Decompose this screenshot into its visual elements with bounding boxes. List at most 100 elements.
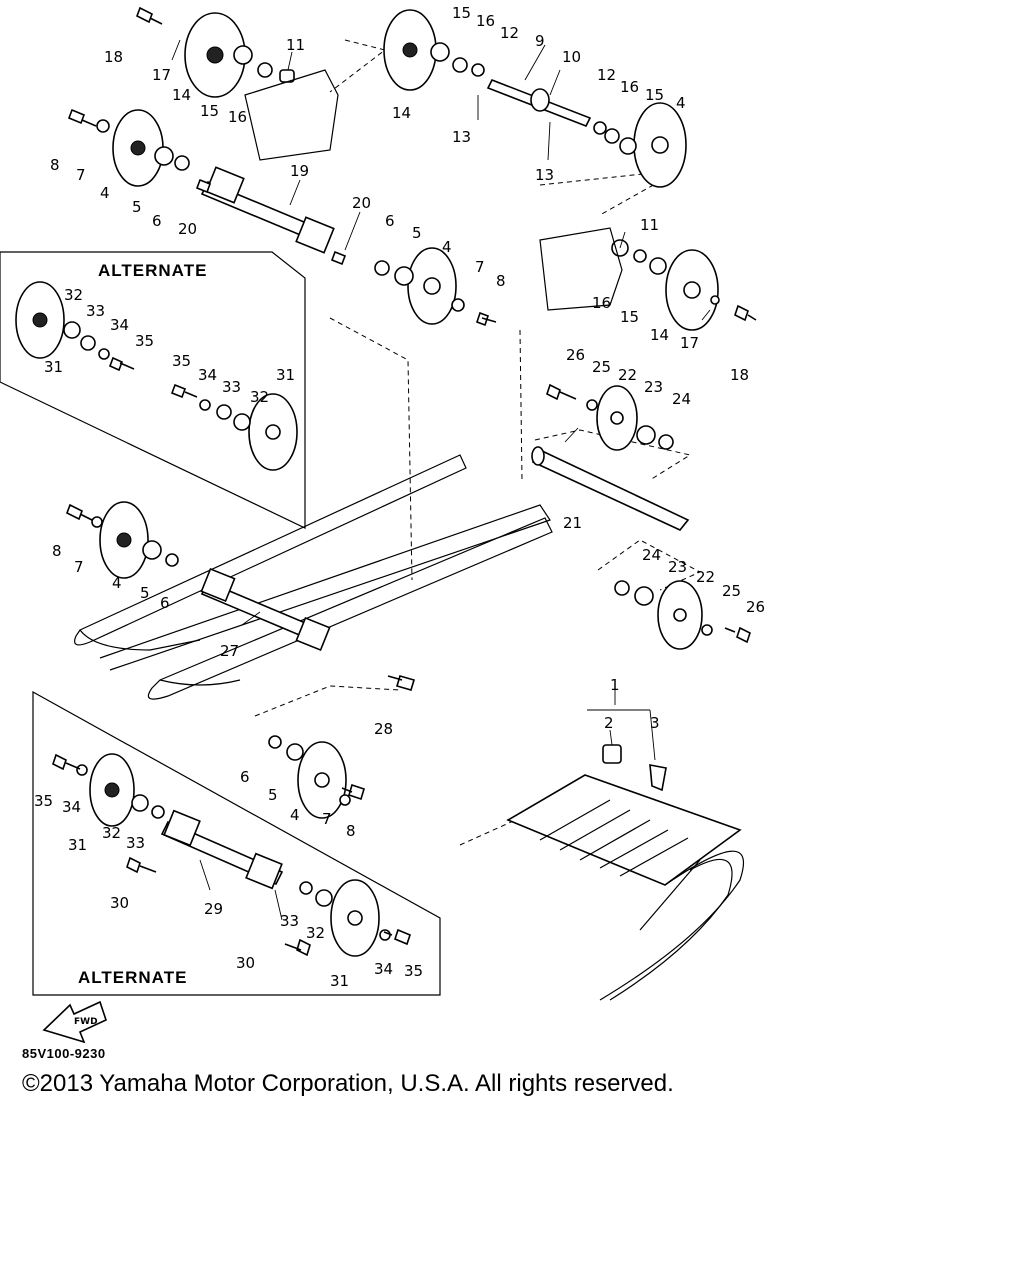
callout-19: 19 [290, 162, 309, 180]
callout-34b: 34 [198, 366, 217, 384]
shaft-21 [531, 446, 690, 531]
callout-5c: 5 [140, 584, 150, 602]
callout-2: 2 [604, 714, 614, 732]
callout-16c: 16 [620, 78, 639, 96]
diagram-code: 85V100-9230 [22, 1046, 106, 1061]
callout-4b: 4 [100, 184, 110, 202]
axle-29 [160, 809, 284, 890]
callout-33c: 33 [126, 834, 145, 852]
callout-1: 1 [610, 676, 620, 694]
copyright-notice: ©2013 Yamaha Motor Corporation, U.S.A. A… [22, 1070, 674, 1097]
callout-11b: 11 [640, 216, 659, 234]
callout-12b: 12 [597, 66, 616, 84]
alternate-panel-bottom: ALTERNATE [32, 690, 441, 996]
alternate-label-bottom: ALTERNATE [78, 968, 187, 987]
callout-34d: 34 [374, 960, 393, 978]
callout-35a: 35 [135, 332, 154, 350]
callout-31b: 31 [276, 366, 295, 384]
callout-8c: 8 [52, 542, 62, 560]
callout-22a: 22 [618, 366, 637, 384]
callout-35b: 35 [172, 352, 191, 370]
callout-13b: 13 [535, 166, 554, 184]
callout-4d: 4 [112, 574, 122, 592]
callout-33b: 33 [222, 378, 241, 396]
callout-4e: 4 [290, 806, 300, 824]
callout-16b: 16 [476, 12, 495, 30]
callout-21: 21 [563, 514, 582, 532]
callout-16d: 16 [592, 294, 611, 312]
callout-34c: 34 [62, 798, 81, 816]
callout-17: 17 [152, 66, 171, 84]
callout-33d: 33 [280, 912, 299, 930]
callout-15: 15 [200, 102, 219, 120]
callout-8d: 8 [346, 822, 356, 840]
callout-23a: 23 [644, 378, 663, 396]
alternate-panel-top: ALTERNATE [0, 251, 306, 529]
parts-diagram: ALTERNATE ALTERNATE [0, 4, 765, 1044]
callout-14b: 14 [392, 104, 411, 122]
callout-15c: 15 [645, 86, 664, 104]
callout-31d: 31 [330, 972, 349, 990]
alternate-label-top: ALTERNATE [98, 261, 207, 280]
callout-34a: 34 [110, 316, 129, 334]
callout-23b: 23 [668, 558, 687, 576]
callout-15b: 15 [452, 4, 471, 22]
callout-20a: 20 [178, 220, 197, 238]
front-direction-arrow: FWD [42, 1000, 107, 1044]
callout-31a: 31 [44, 358, 63, 376]
callout-13: 13 [452, 128, 471, 146]
callout-12: 12 [500, 24, 519, 42]
callout-5a: 5 [132, 198, 142, 216]
callout-29: 29 [204, 900, 223, 918]
front-arrow-label: FWD [74, 1017, 98, 1027]
leader-lines [171, 39, 711, 921]
assembly-guide-lines [254, 39, 702, 846]
callout-35d: 35 [404, 962, 423, 980]
callout-26b: 26 [746, 598, 765, 616]
callout-30a: 30 [110, 894, 129, 912]
callout-32c: 32 [102, 824, 121, 842]
callout-3: 3 [650, 714, 660, 732]
callout-6c: 6 [160, 594, 170, 612]
callout-7a: 7 [76, 166, 86, 184]
callout-17b: 17 [680, 334, 699, 352]
callout-10: 10 [562, 48, 581, 66]
callout-4c: 4 [442, 238, 452, 256]
callout-8b: 8 [496, 272, 506, 290]
callout-24b: 24 [642, 546, 661, 564]
callout-28: 28 [374, 720, 393, 738]
callout-30b: 30 [236, 954, 255, 972]
callout-32a: 32 [64, 286, 83, 304]
callout-6a: 6 [152, 212, 162, 230]
callout-6b: 6 [385, 212, 395, 230]
callout-32d: 32 [306, 924, 325, 942]
callout-18b: 18 [730, 366, 749, 384]
callout-4a: 4 [676, 94, 686, 112]
callout-27: 27 [220, 642, 239, 660]
callout-11: 11 [286, 36, 305, 54]
callout-numbers: 18 17 14 15 16 11 14 15 16 12 9 10 13 13… [34, 4, 765, 990]
callout-25a: 25 [592, 358, 611, 376]
callout-7b: 7 [475, 258, 485, 276]
callout-14: 14 [172, 86, 191, 104]
callout-20b: 20 [352, 194, 371, 212]
callout-16: 16 [228, 108, 247, 126]
callout-7c: 7 [74, 558, 84, 576]
callout-35c: 35 [34, 792, 53, 810]
callout-26a: 26 [566, 346, 585, 364]
callout-14c: 14 [650, 326, 669, 344]
callout-5b: 5 [412, 224, 422, 242]
callout-25b: 25 [722, 582, 741, 600]
callout-31c: 31 [68, 836, 87, 854]
brackets [244, 69, 623, 311]
callout-8a: 8 [50, 156, 60, 174]
wheel-parts [15, 9, 719, 957]
slide-rails [74, 454, 553, 700]
callout-32b: 32 [250, 388, 269, 406]
callout-5d: 5 [268, 786, 278, 804]
callout-24a: 24 [672, 390, 691, 408]
callout-18: 18 [104, 48, 123, 66]
callout-6d: 6 [240, 768, 250, 786]
bearings-and-washers [63, 42, 720, 941]
callout-15d: 15 [620, 308, 639, 326]
